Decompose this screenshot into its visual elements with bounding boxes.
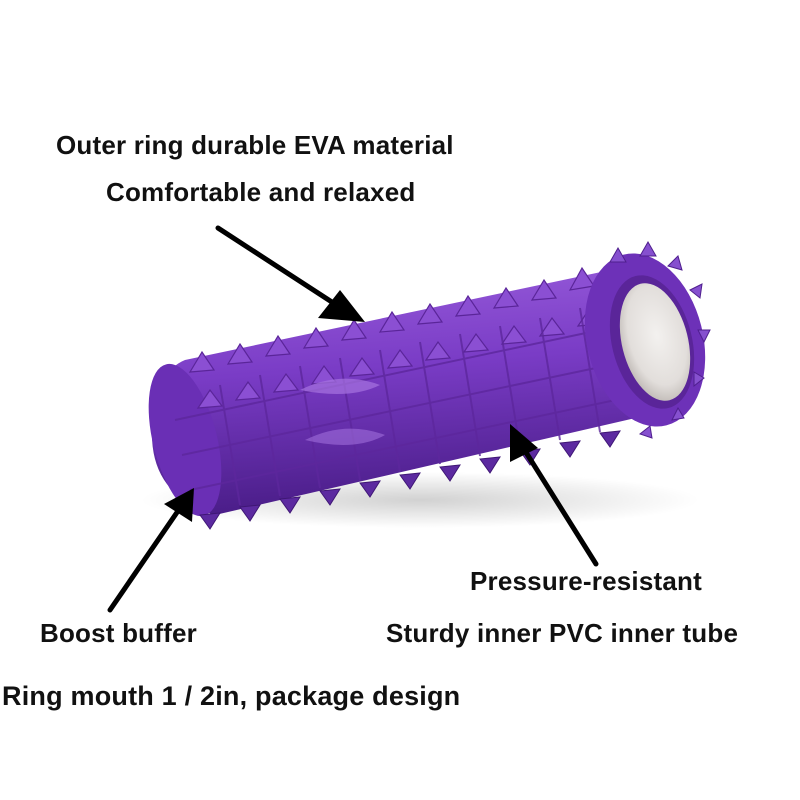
callout-boost-buffer: Boost buffer: [40, 618, 197, 648]
arrow-pressure: [519, 443, 599, 567]
callout-comfortable: Comfortable and relaxed: [106, 177, 416, 207]
arrow-boost: [107, 505, 183, 613]
arrow-outer-ring-head: [318, 290, 365, 322]
arrow-outer-ring: [215, 225, 341, 309]
roller-end-ring: [584, 240, 711, 439]
callout-sturdy-tube: Sturdy inner PVC inner tube: [386, 618, 739, 648]
callout-pressure: Pressure-resistant: [470, 566, 702, 596]
roller-body: [148, 266, 670, 530]
arrow-boost-head: [164, 488, 194, 522]
arrows: [107, 225, 599, 613]
pvc-inner-tube: [619, 283, 691, 401]
callout-ring-mouth: Ring mouth 1 / 2in, package design: [2, 681, 461, 711]
arrow-pressure-head: [510, 424, 538, 462]
callout-outer-ring: Outer ring durable EVA material: [56, 130, 454, 160]
